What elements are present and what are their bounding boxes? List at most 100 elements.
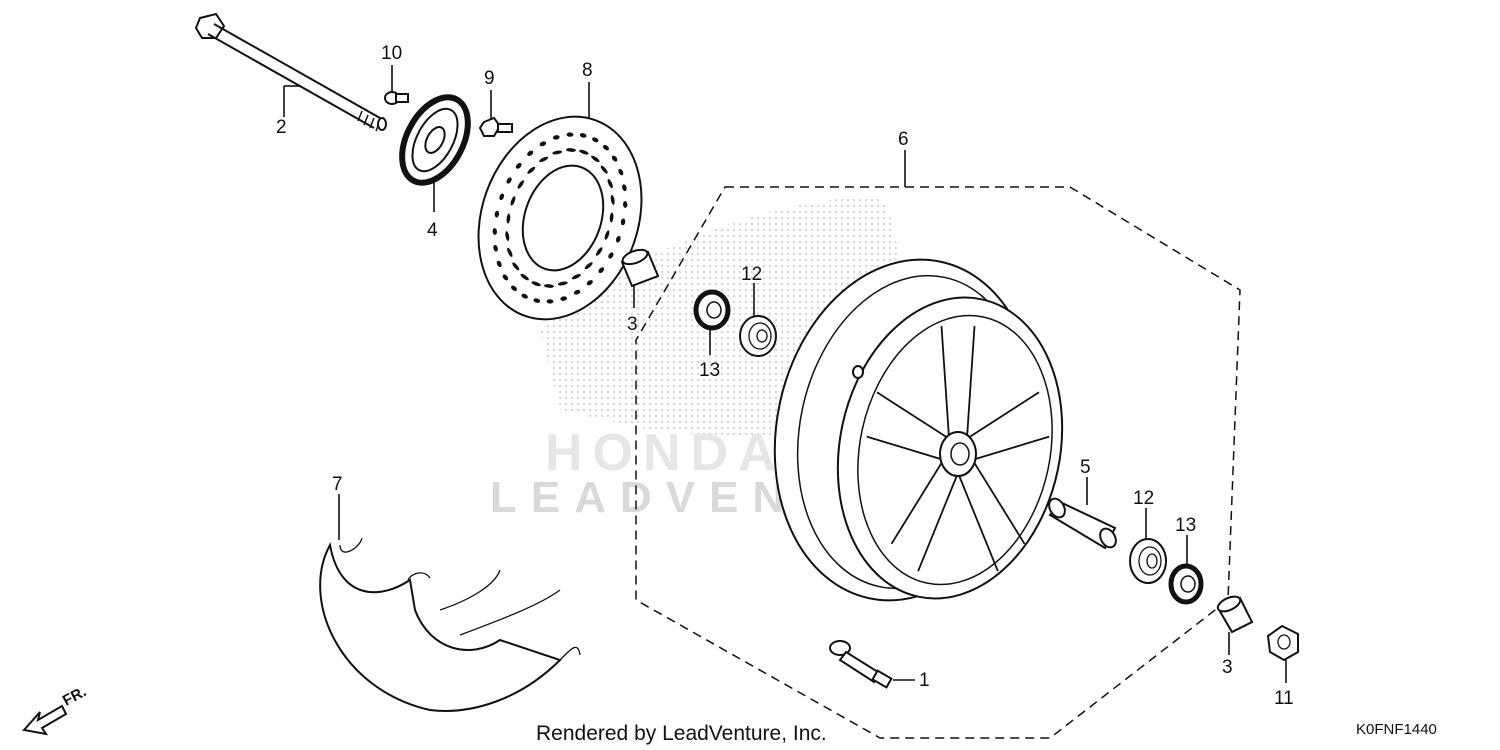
disc-hole [506,213,511,224]
disc-hole [546,299,554,304]
front-direction-indicator: FR. [22,683,89,736]
disc-hole [552,150,563,155]
disc-hole [579,133,587,138]
callout-axle-bolt: 2 [276,117,287,138]
distance-collar [1048,497,1117,550]
diagram-code: K0FNF1440 [1356,721,1437,738]
footer-credit: Rendered by LeadVenture, Inc. [536,722,827,745]
disc-hole [560,296,568,301]
disc-hole [579,149,589,155]
disc-hole [608,252,614,259]
disc-hole [527,166,536,174]
callout-axle-nut: 11 [1274,688,1294,709]
axle-nut [1266,624,1299,662]
disc-hole [622,201,628,208]
disc-hole [584,262,593,270]
wheel-spoke [940,326,976,438]
bearing-right [1129,538,1167,584]
brake-disc [477,115,643,321]
callout-collar-right: 3 [1222,657,1233,678]
disc-hole [620,218,626,226]
dust-seal-left [693,289,731,331]
collar-right [1216,595,1254,634]
collar-left [620,248,660,288]
disc-hole [539,141,547,147]
disc-hole [618,168,624,176]
callout-bearing-left: 12 [741,264,762,285]
disc-hole [586,280,593,286]
disc-hole [507,247,513,257]
callout-wheel: 6 [898,129,909,150]
disc-hole [494,210,500,218]
disc-hole [591,155,600,163]
disc-hole [622,184,627,192]
disc-hole [610,194,615,205]
disc-hole [609,212,614,223]
disc-hole [604,230,610,240]
disc-hole [557,281,568,286]
callout-tire-flap: 7 [332,474,343,495]
disc-hole [496,260,502,268]
disc-hole [592,137,599,143]
disc-hole [512,262,520,271]
disc-hole [552,135,560,140]
direction-label: FR. [60,683,89,709]
disc-hole [615,235,621,243]
callout-collar-left: 3 [627,314,638,335]
disc-hole [517,180,525,189]
disc-hole [520,273,529,281]
wheel-spoke [957,460,1026,572]
disc-hole [607,179,613,189]
callout-disc-bolt: 9 [484,68,495,89]
disc-hole [515,162,522,169]
disc-hole [573,289,581,295]
disc-hole [544,284,554,288]
disc-hole [598,267,605,274]
axle-bolt [194,12,387,132]
disc-hole [510,196,516,206]
front-arrow-icon [22,704,68,736]
callout-meter-gear: 4 [427,220,438,241]
disc-hole [595,247,603,256]
wheel-assembly-outline [635,186,1241,739]
disc-hole [505,231,510,242]
disc-hole [571,273,581,280]
disc-hole [566,132,574,137]
disc-hole [566,148,576,152]
disc-hole [506,177,512,184]
watermark-brand: HONDA [545,424,786,482]
callout-dust-seal-right: 13 [1175,515,1196,536]
leader-lines [283,65,1287,683]
callout-bearing-right: 12 [1133,488,1154,509]
disc-hole [521,293,528,299]
disc-hole [533,298,541,303]
dust-seal-right [1168,563,1204,605]
callout-dust-seal-left: 13 [699,360,720,381]
callout-valve: 1 [919,670,930,691]
disc-hole [602,144,610,151]
meter-gear [399,94,471,186]
disc-hole [493,244,498,252]
disc-screw [384,91,409,105]
disc-hole [499,193,505,201]
wheel-spoke [890,460,959,572]
callouts: 2 10 9 8 4 6 3 12 13 7 5 12 13 3 11 1 [276,43,1294,709]
valve-stem [829,640,893,689]
disc-bolt [478,116,513,137]
disc-hole [611,155,618,162]
wheel-spoke [967,391,1050,461]
wheel-spoke [866,391,949,461]
disc-hole [600,165,608,174]
disc-hole [527,150,534,156]
callout-distance-collar: 5 [1080,457,1091,478]
bearing-left [739,315,777,357]
callout-brake-disc: 8 [582,60,593,81]
tire-flap [319,537,581,712]
wheel [773,258,1064,602]
disc-hole [539,156,549,163]
disc-hole [492,228,498,235]
disc-hole [502,274,509,281]
callout-disc-screw: 10 [381,43,402,64]
